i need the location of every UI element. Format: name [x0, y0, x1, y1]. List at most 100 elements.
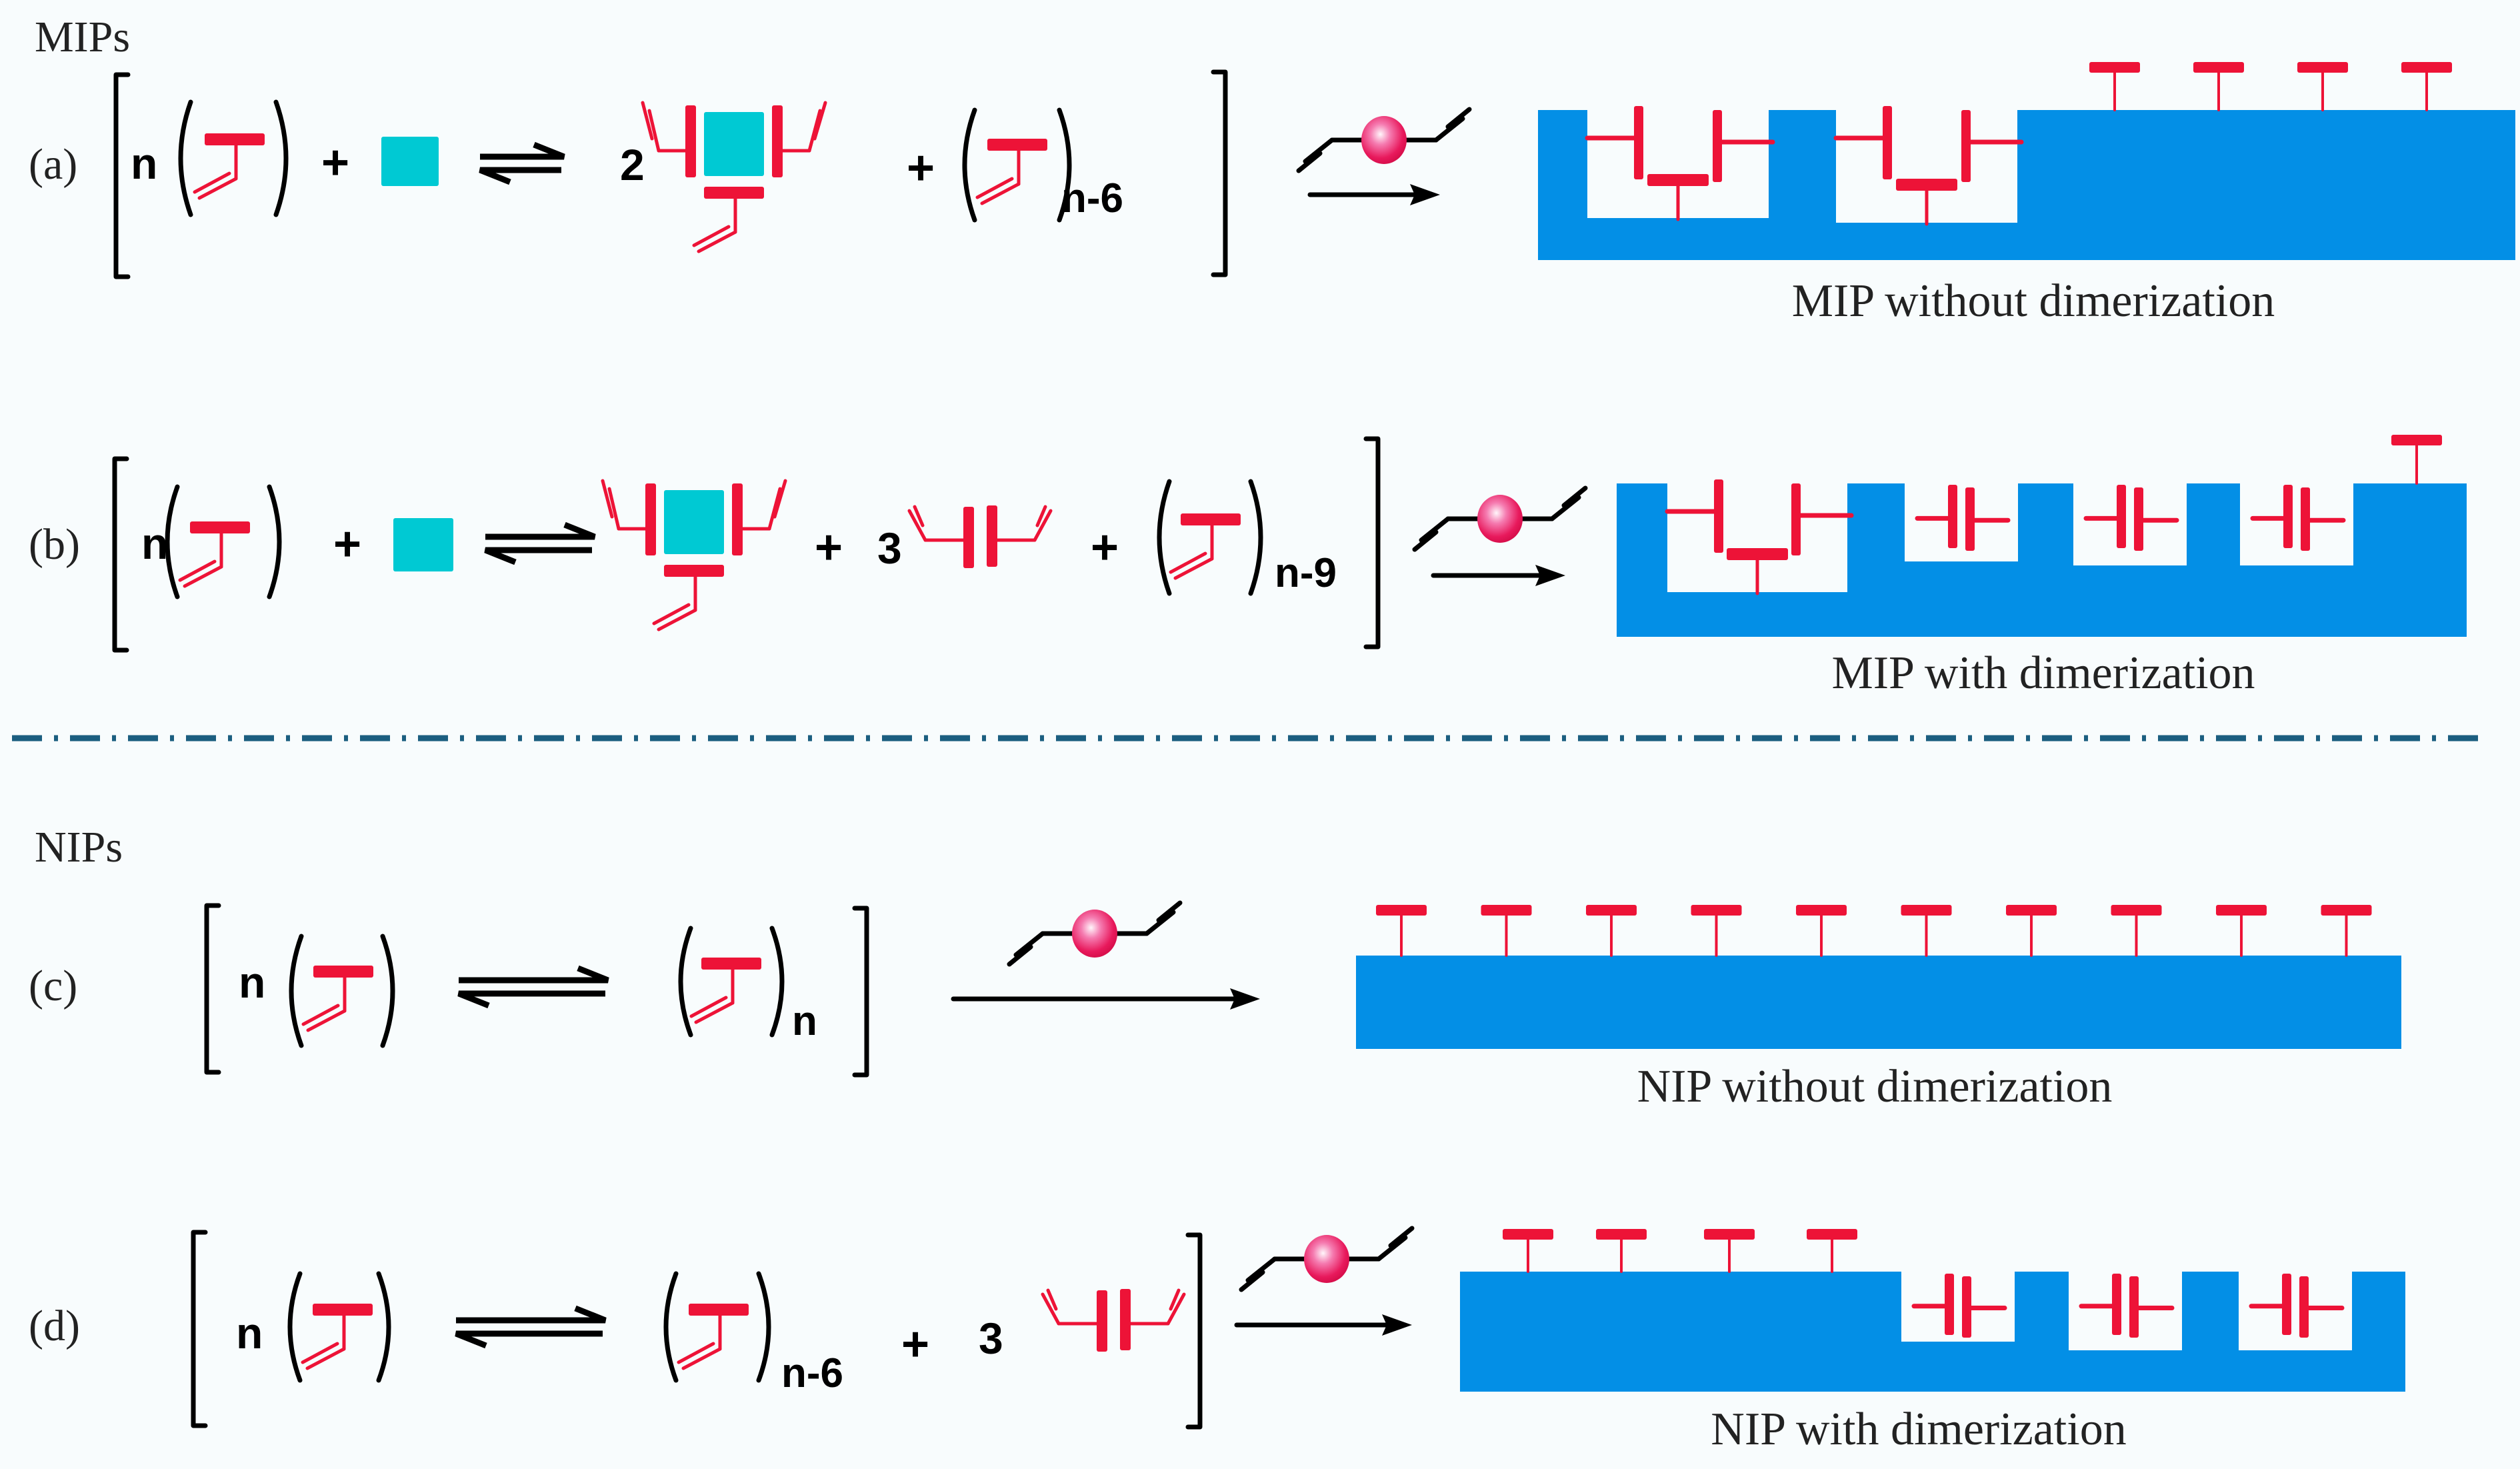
functional-monomer-icon	[689, 958, 761, 1024]
free-monomer-subscript-c: n	[792, 998, 817, 1044]
crosslinker-sphere	[1477, 495, 1523, 543]
nips-section-title: NIPs	[35, 823, 123, 872]
mips-section-title: MIPs	[35, 13, 130, 61]
surface-monomer-icon	[2111, 905, 2162, 957]
dimer-coefficient-b: 3	[877, 523, 902, 573]
row-label-a: (a)	[29, 140, 77, 189]
template-monomer-complex-icon	[641, 101, 827, 253]
surface-monomer-icon	[1586, 905, 1637, 957]
left-bracket	[112, 456, 129, 653]
monomer-coefficient-d: n	[236, 1308, 263, 1358]
functional-monomer-icon	[1169, 513, 1241, 580]
bound-dimer-icon	[1911, 1274, 2007, 1338]
row-label-b: (b)	[29, 520, 80, 569]
surface-monomer-icon	[1704, 1229, 1755, 1273]
functional-monomer-icon	[193, 133, 265, 200]
polymer-matrix	[1460, 1272, 2405, 1392]
reaction-arrow-icon	[1307, 184, 1440, 205]
right-bracket	[1211, 69, 1228, 277]
surface-monomer-icon	[1596, 1229, 1647, 1273]
plus-sign-b3: +	[1091, 521, 1119, 574]
crosslinker-icon	[1412, 485, 1588, 552]
equilibrium-arrows-icon	[479, 141, 565, 185]
crosslinker-sphere	[1072, 910, 1117, 958]
template-molecule-icon	[664, 490, 724, 554]
caption-b: MIP with dimerization	[1831, 647, 2255, 699]
row-label-c: (c)	[29, 962, 77, 1010]
polymer-matrix	[1356, 956, 2401, 1049]
caption-c: NIP without dimerization	[1637, 1061, 2113, 1112]
functional-monomer-icon	[301, 1304, 373, 1370]
surface-monomer-icon	[2193, 62, 2244, 111]
template-monomer-complex-icon	[601, 479, 787, 631]
right-bracket	[852, 906, 869, 1078]
bound-dimer-icon	[2249, 1274, 2345, 1338]
plus-sign-d1: +	[901, 1318, 929, 1371]
plus-sign-a2: +	[907, 141, 935, 195]
parentheses	[962, 107, 1072, 223]
surface-monomer-icon	[1691, 905, 1742, 957]
right-bracket	[1363, 436, 1381, 649]
surface-monomer-icon	[1807, 1229, 1857, 1273]
crosslinker-sphere	[1361, 116, 1407, 164]
bound-dimer-icon	[1915, 485, 2011, 551]
polymer-slab-c	[1356, 956, 2401, 1049]
surface-monomer-icon	[2321, 905, 2372, 957]
left-bracket	[113, 72, 131, 279]
surface-monomer-icon	[2391, 435, 2442, 485]
polymer-slab-b	[1617, 483, 2467, 637]
reaction-arrow-icon	[1431, 565, 1565, 586]
bound-dimer-icon	[2079, 1274, 2175, 1338]
right-bracket	[1185, 1232, 1203, 1430]
imprinted-binding-site	[1833, 106, 2024, 226]
crosslinker-icon	[1007, 900, 1183, 967]
plus-sign-b2: +	[815, 521, 843, 574]
monomer-coefficient-a: n	[131, 139, 157, 188]
reaction-d: (d) n n-6 + 3 NIP with dimerization	[29, 1226, 2405, 1455]
surface-monomer-icon	[2297, 62, 2348, 111]
plus-sign-b1: +	[333, 517, 361, 571]
crosslinker-icon	[1239, 1226, 1415, 1292]
surface-monomer-icon	[2216, 905, 2267, 957]
equilibrium-arrows-icon	[484, 521, 596, 565]
parentheses	[289, 934, 395, 1048]
polymer-slab-a	[1538, 110, 2515, 260]
crosslinker-icon	[1296, 107, 1472, 173]
free-monomer-subscript-a: n-6	[1061, 175, 1123, 221]
caption-a: MIP without dimerization	[1792, 275, 2275, 327]
parentheses	[165, 484, 282, 599]
surface-monomer-icon	[2089, 62, 2140, 111]
template-molecule-icon	[393, 518, 453, 571]
functional-monomer-icon	[677, 1304, 749, 1370]
caption-d: NIP with dimerization	[1711, 1404, 2126, 1455]
equilibrium-arrows-icon	[455, 1305, 607, 1349]
template-molecule-icon	[704, 112, 764, 176]
surface-monomer-icon	[2401, 62, 2452, 111]
functional-monomer-icon	[975, 139, 1047, 205]
polymer-slab-d	[1460, 1272, 2405, 1392]
surface-monomer-icon	[1481, 905, 1532, 957]
surface-monomer-icon	[2006, 905, 2057, 957]
plus-sign-a1: +	[321, 136, 349, 189]
monomer-coefficient-c: n	[239, 958, 265, 1007]
bound-dimer-icon	[2083, 485, 2179, 551]
parentheses	[678, 926, 785, 1038]
free-monomer-subscript-d: n-6	[781, 1350, 843, 1396]
functional-monomer-icon	[692, 187, 764, 253]
free-monomer-subscript-b: n-9	[1275, 550, 1337, 596]
bound-dimer-icon	[2250, 485, 2346, 551]
dimer-coefficient-d: 3	[979, 1314, 1003, 1363]
polymer-matrix	[1538, 110, 2515, 260]
reaction-arrow-icon	[1234, 1314, 1412, 1336]
equilibrium-arrows-icon	[457, 965, 609, 1009]
surface-monomer-icon	[1901, 905, 1952, 957]
surface-monomer-icon	[1503, 1229, 1553, 1273]
left-bracket	[191, 1230, 208, 1428]
crosslinker-sphere	[1304, 1235, 1349, 1283]
reaction-arrow-icon	[951, 988, 1260, 1010]
functional-monomer-icon	[178, 521, 250, 588]
imprinted-binding-site	[1665, 479, 1854, 595]
row-label-d: (d)	[29, 1302, 80, 1350]
reaction-c: (c) n n NIP without dimerization	[29, 900, 2401, 1112]
